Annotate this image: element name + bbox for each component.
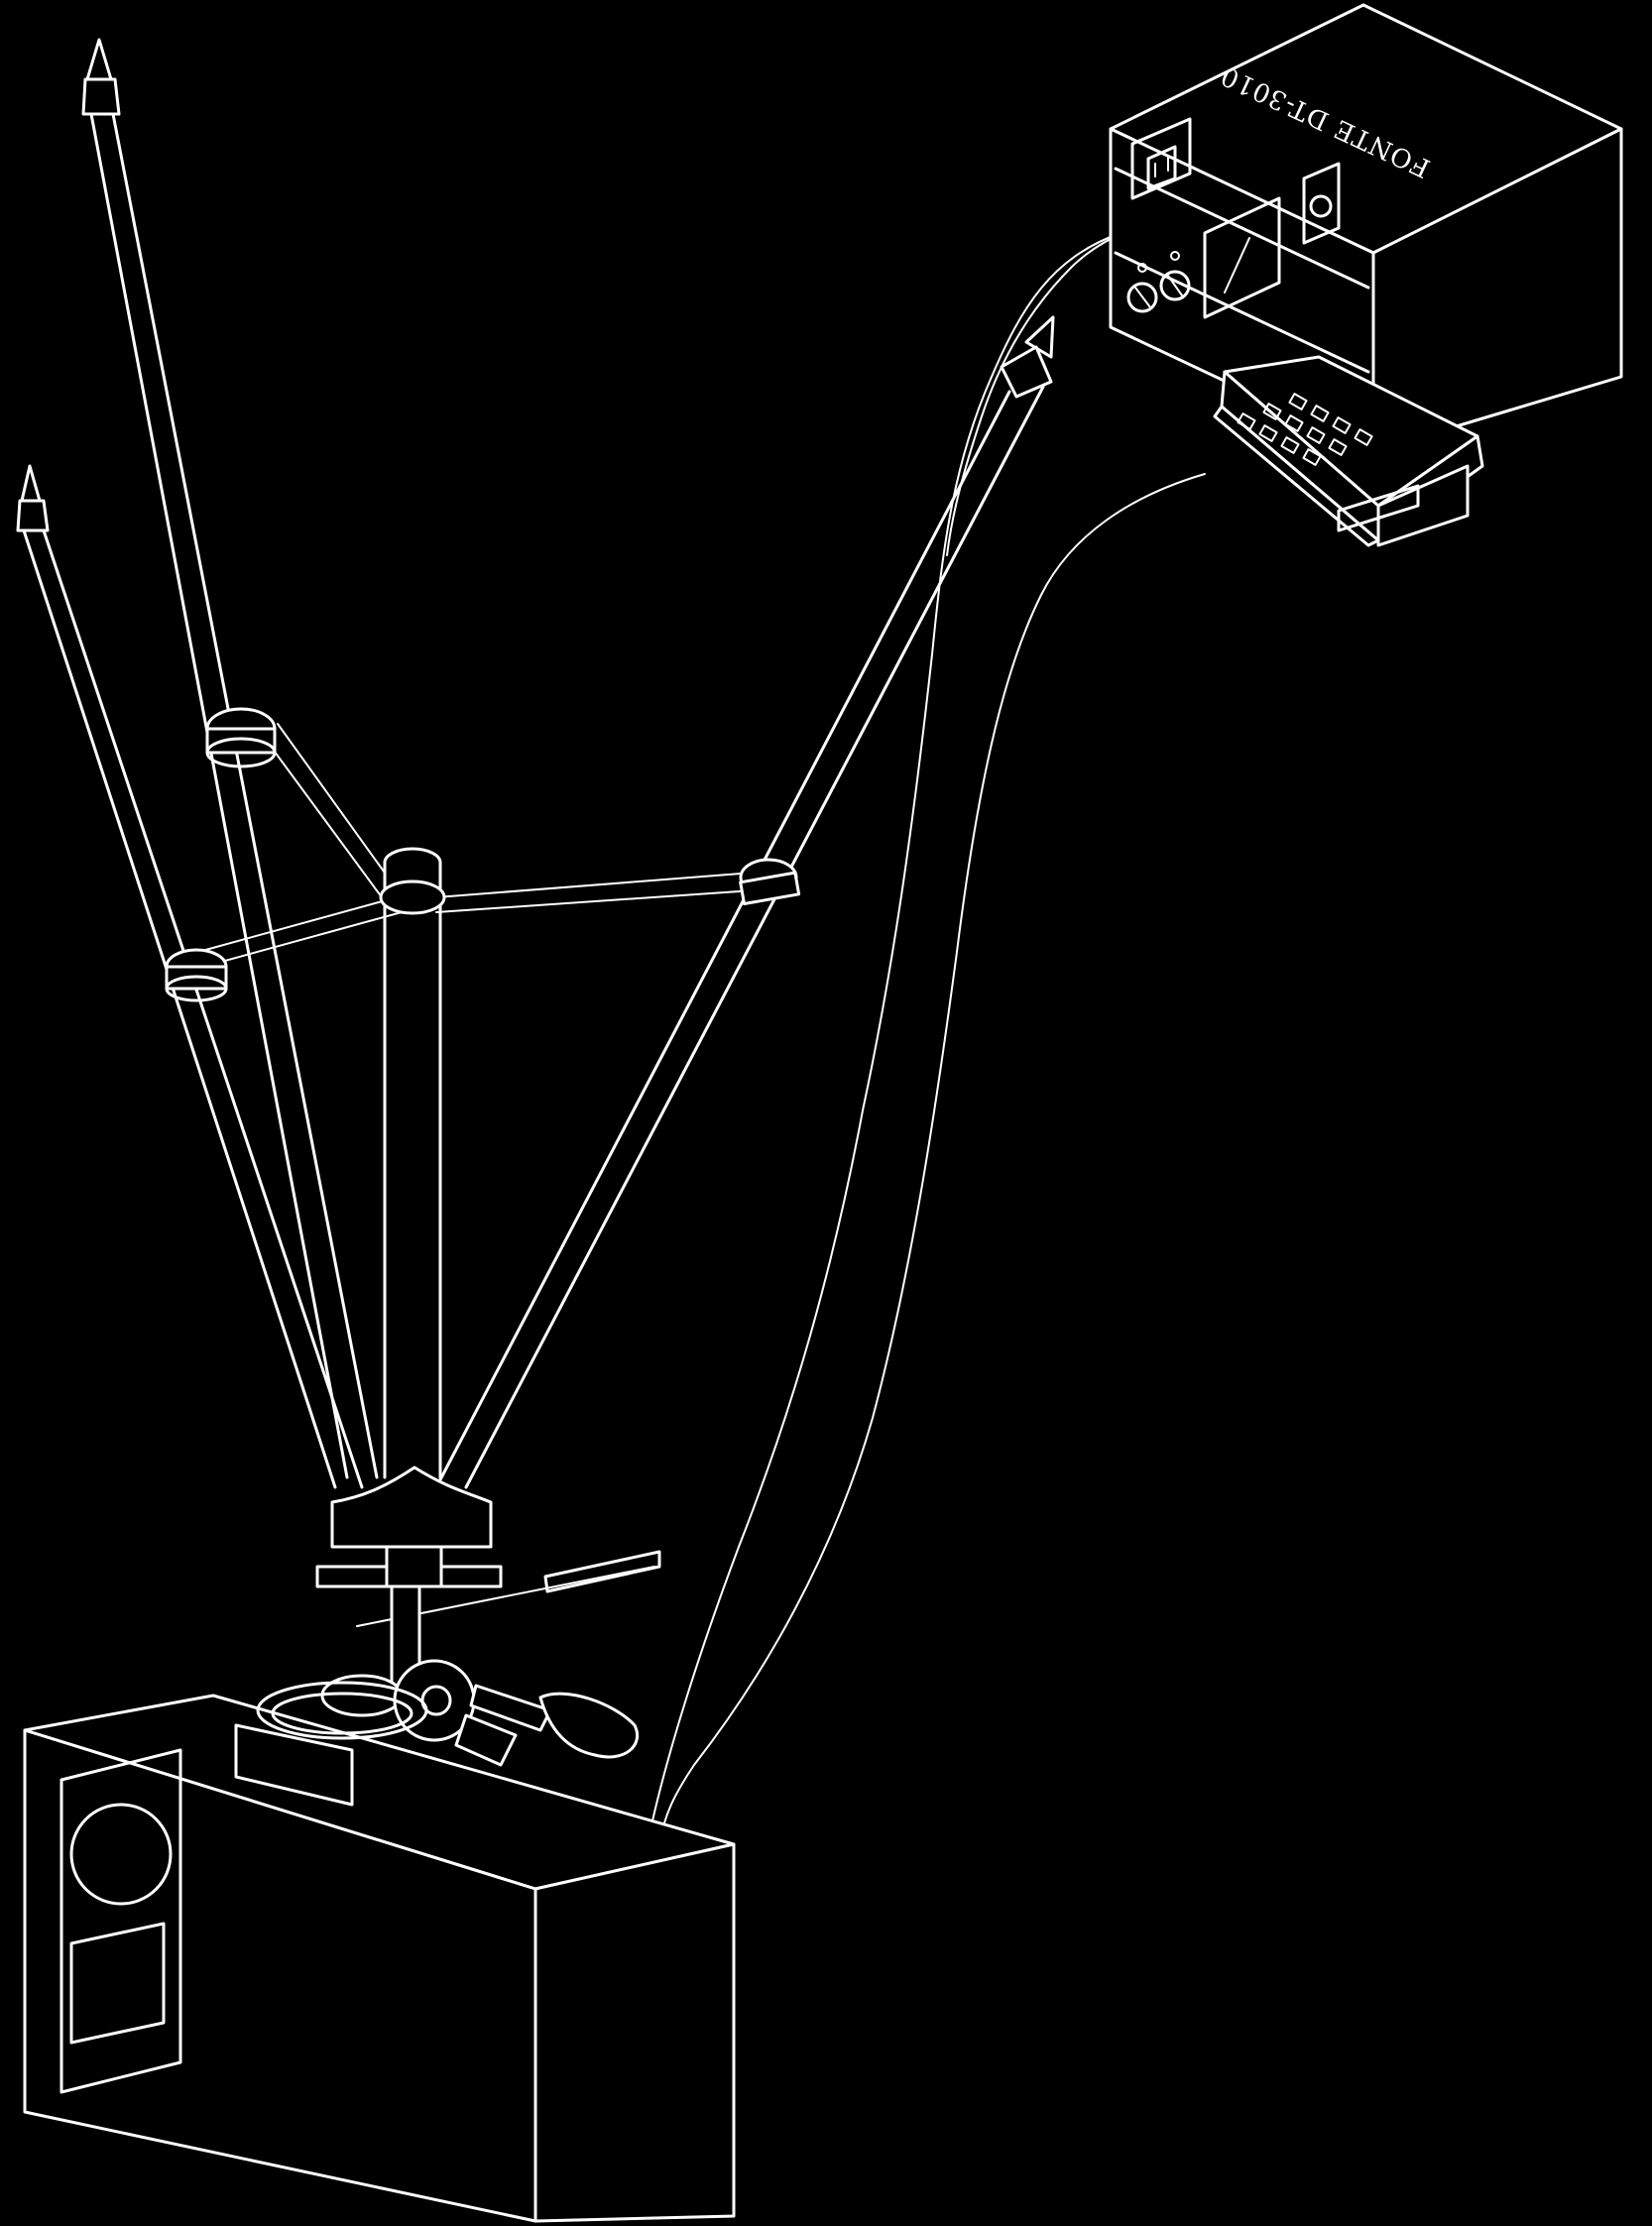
clamp-knob bbox=[393, 1659, 639, 1767]
electrode-rod-right bbox=[434, 315, 1055, 1489]
tripod-hub bbox=[315, 1465, 661, 1717]
electrode-rod-left-short bbox=[16, 464, 364, 1489]
center-post bbox=[379, 847, 446, 1479]
cross-braces bbox=[197, 723, 755, 968]
keypad-unit bbox=[1213, 355, 1484, 547]
keypad-keys bbox=[1237, 393, 1373, 466]
base-box bbox=[23, 1681, 736, 2223]
electrode-rod-left-long bbox=[81, 38, 379, 1479]
signal-cables bbox=[649, 205, 1320, 1845]
